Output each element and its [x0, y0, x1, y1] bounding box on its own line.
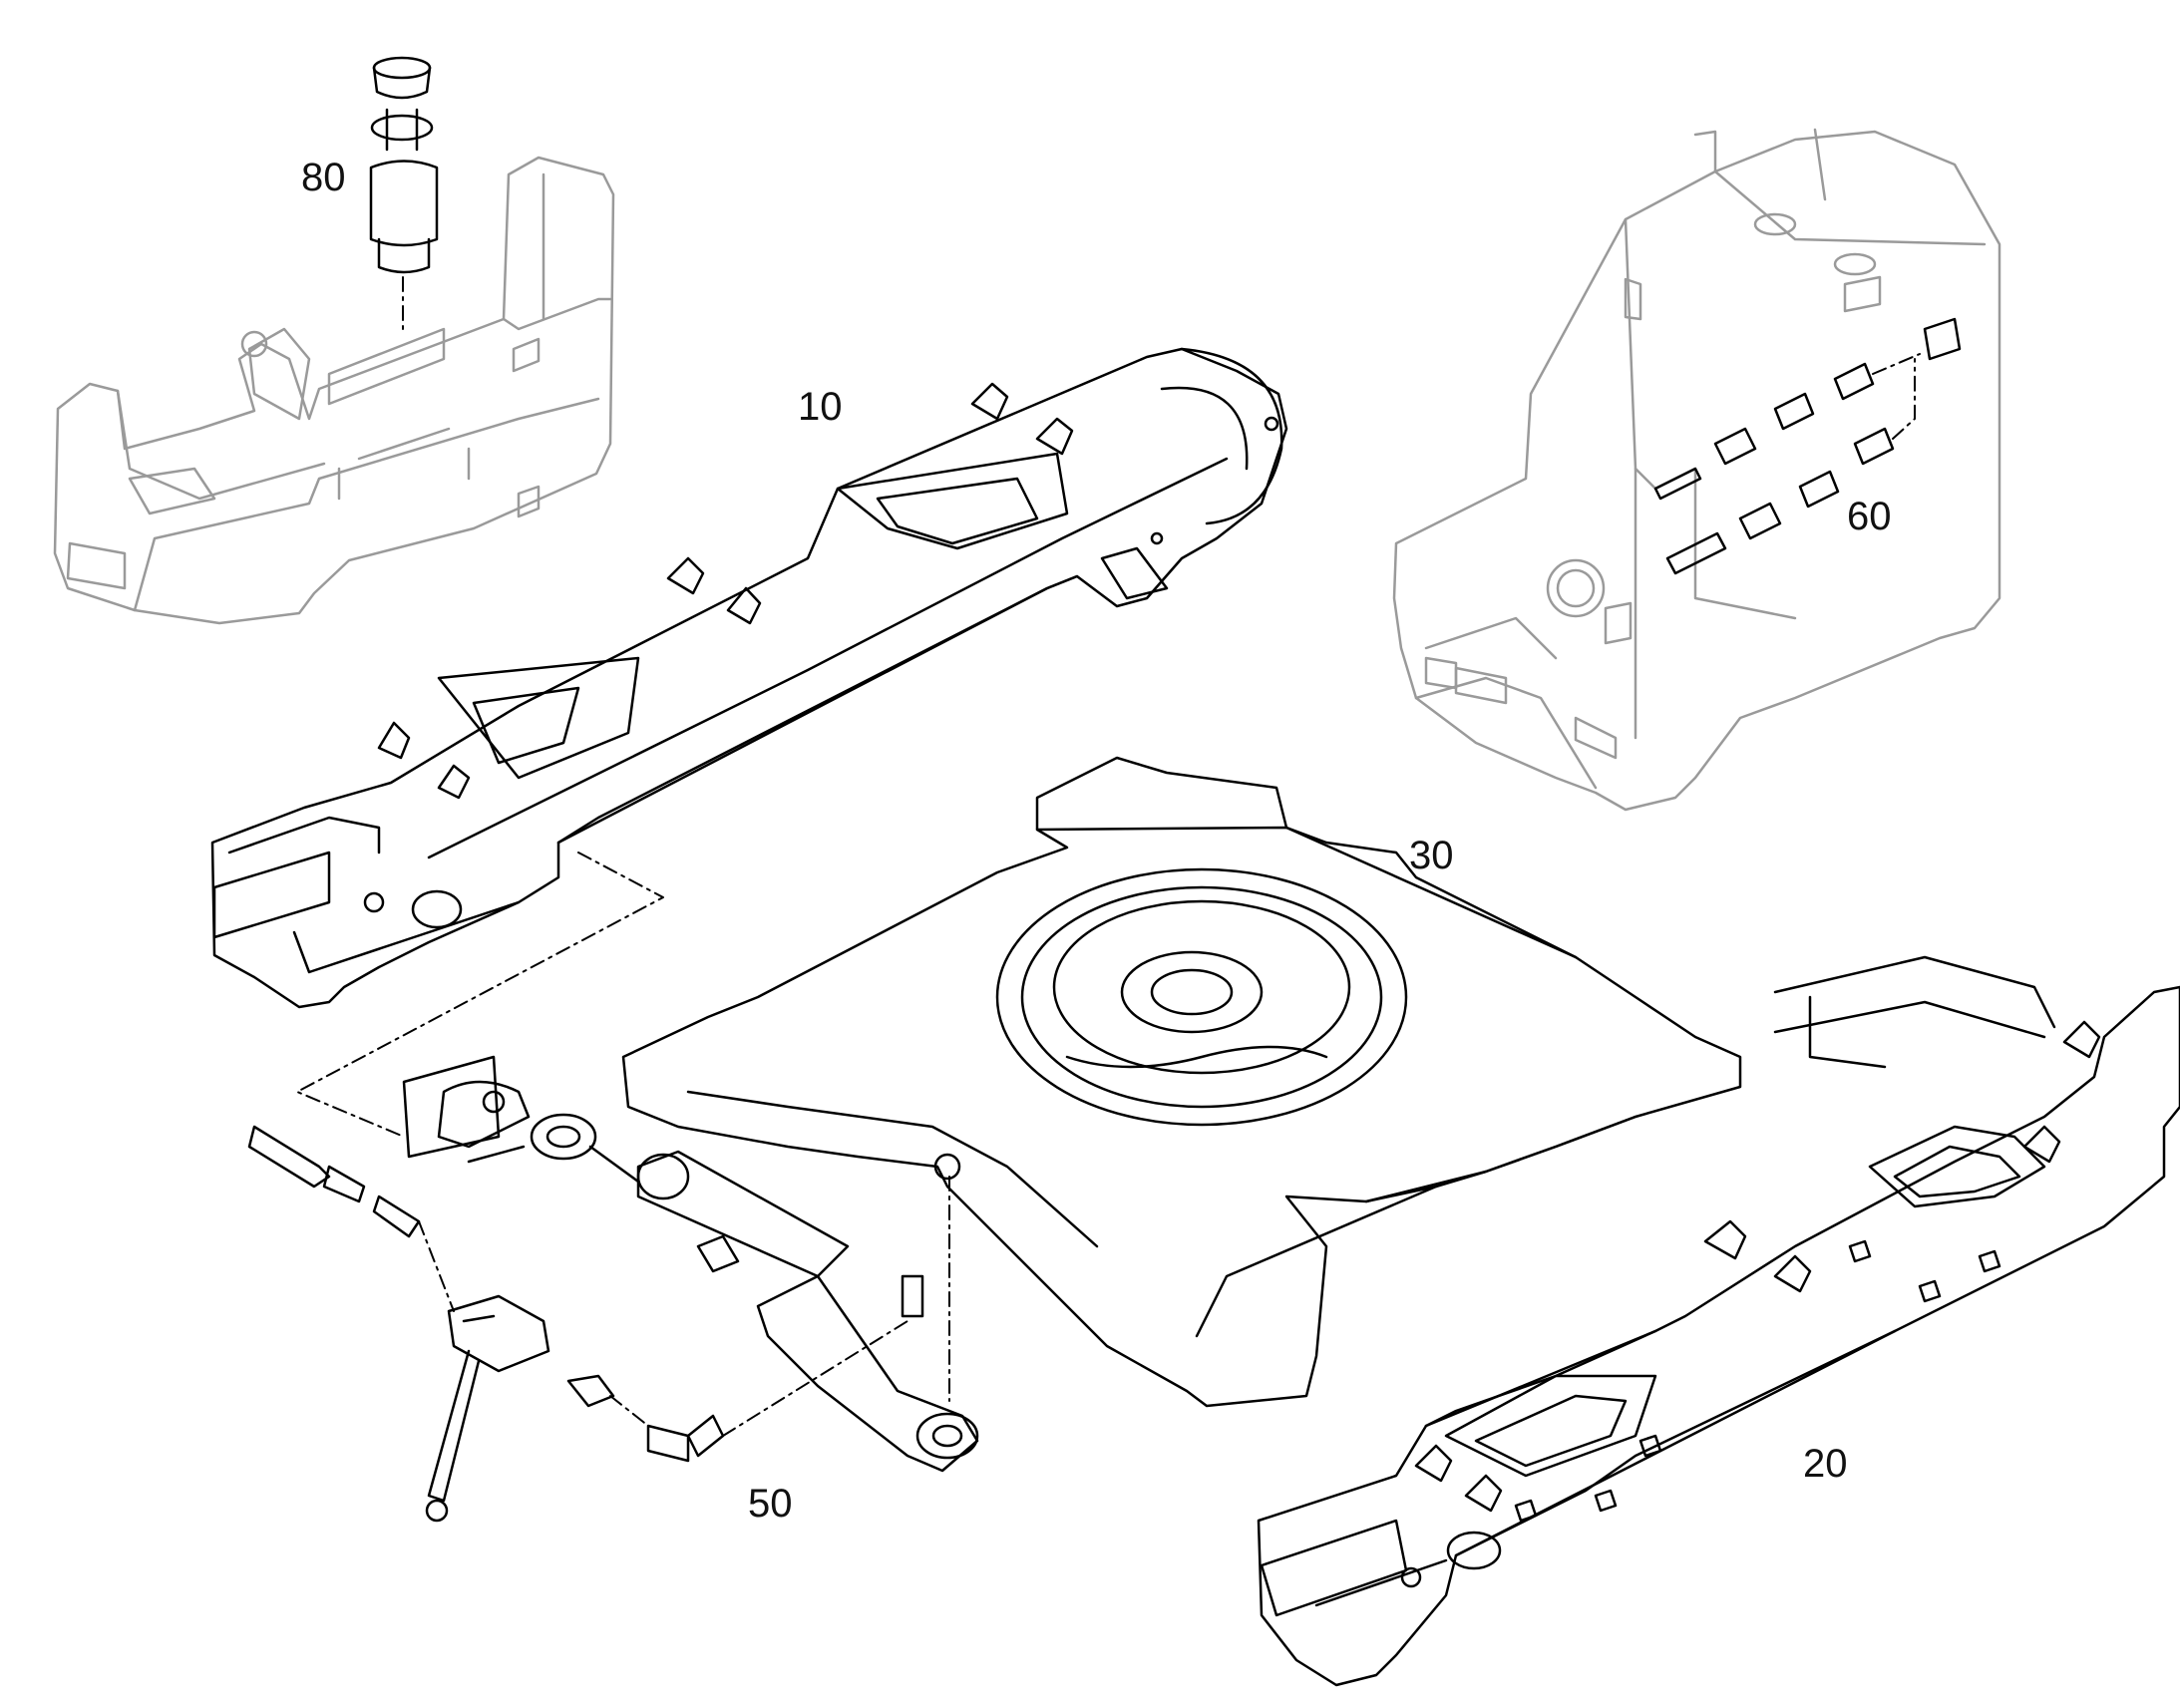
bracket: [402, 1055, 531, 1164]
callout-50: 50: [748, 1482, 793, 1526]
callout-80: 80: [301, 156, 346, 199]
callout-20: 20: [1803, 1442, 1848, 1486]
control-valve-and-fittings: [247, 1125, 725, 1523]
track-frame-part-10: [210, 347, 1288, 1009]
tank-housing-part-60: [1392, 128, 2001, 812]
fitting-leader-lines: [1872, 353, 1921, 440]
operator-console-part-80: [53, 156, 615, 625]
fitting-set-60: [1653, 317, 1962, 575]
callout-60: 60: [1847, 495, 1892, 538]
track-frame-part-20: [1257, 955, 2180, 1687]
switch-assembly: [369, 56, 439, 274]
callout-30: 30: [1409, 834, 1454, 877]
frame-to-bracket-leader: [296, 852, 664, 1138]
callout-10: 10: [798, 385, 843, 429]
center-frame-part-30: [621, 756, 1742, 1408]
hydraulic-cylinder-part-50: [530, 1113, 979, 1473]
cylinder-leader-lines: [418, 1220, 908, 1437]
